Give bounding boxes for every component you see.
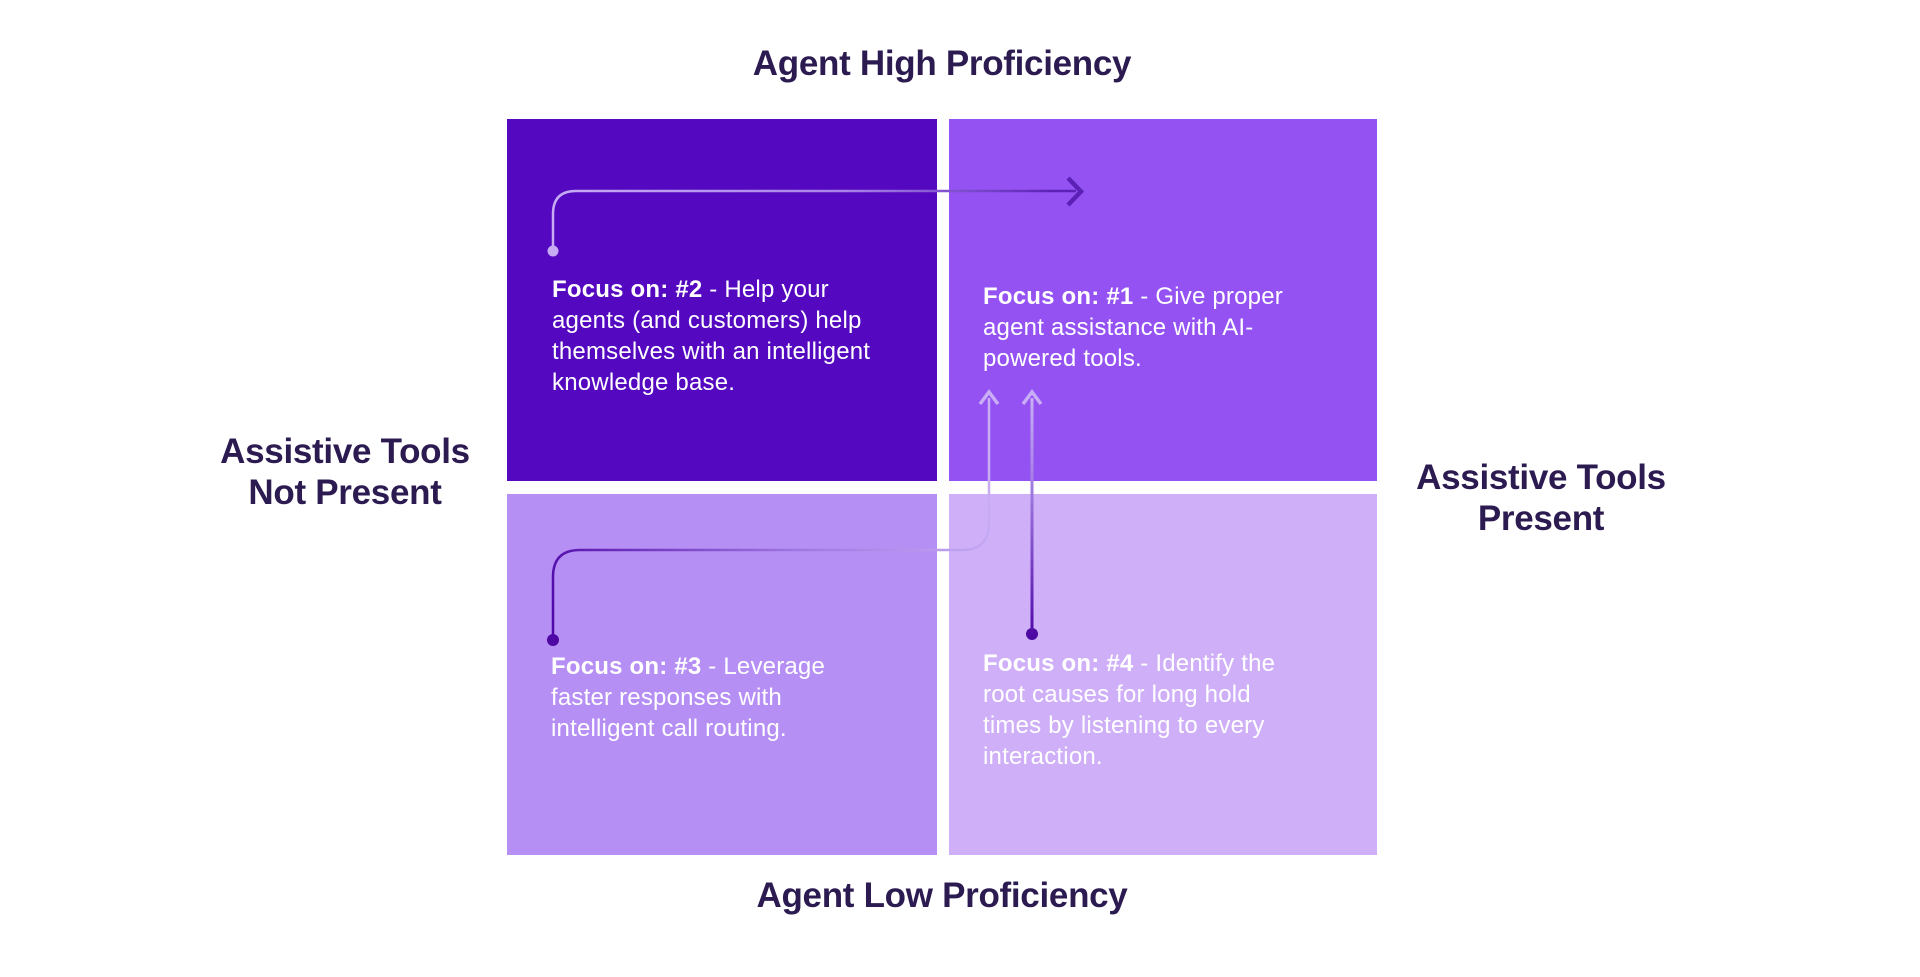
focus-description: - Give proper agent assistance with AI-p… (983, 283, 1283, 372)
quadrant-bottom-right-text: Focus on: #4 - Identify the root causes … (983, 648, 1283, 772)
quadrant-bottom-left-text: Focus on: #3 - Leverage faster responses… (551, 651, 881, 744)
quadrant-top-left-text: Focus on: #2 - Help your agents (and cus… (552, 274, 902, 398)
focus-description: - Leverage faster responses with intelli… (551, 653, 826, 742)
focus-description: - Help your agents (and customers) help … (552, 276, 871, 396)
axis-label-right: Assistive Tools Present (1341, 457, 1741, 539)
axis-label-right-line2: Present (1477, 499, 1605, 538)
focus-label: Focus on: #4 (983, 650, 1134, 677)
axis-label-left: Assistive Tools Not Present (145, 431, 545, 513)
focus-label: Focus on: #3 (551, 653, 702, 680)
axis-label-left-line1: Assistive Tools (220, 432, 470, 471)
axis-label-bottom: Agent Low Proficiency (756, 876, 1128, 915)
focus-label: Focus on: #1 (983, 283, 1134, 310)
focus-description: - Identify the root causes for long hold… (983, 650, 1276, 770)
axis-label-left-line2: Not Present (248, 473, 442, 512)
quadrant-top-right-text: Focus on: #1 - Give proper agent assista… (983, 281, 1303, 374)
focus-label: Focus on: #2 (552, 276, 703, 303)
quadrant-bottom-right (949, 494, 1377, 855)
axis-label-right-line1: Assistive Tools (1416, 458, 1666, 497)
axis-label-top: Agent High Proficiency (752, 44, 1132, 83)
quadrant-top-right (949, 119, 1377, 481)
